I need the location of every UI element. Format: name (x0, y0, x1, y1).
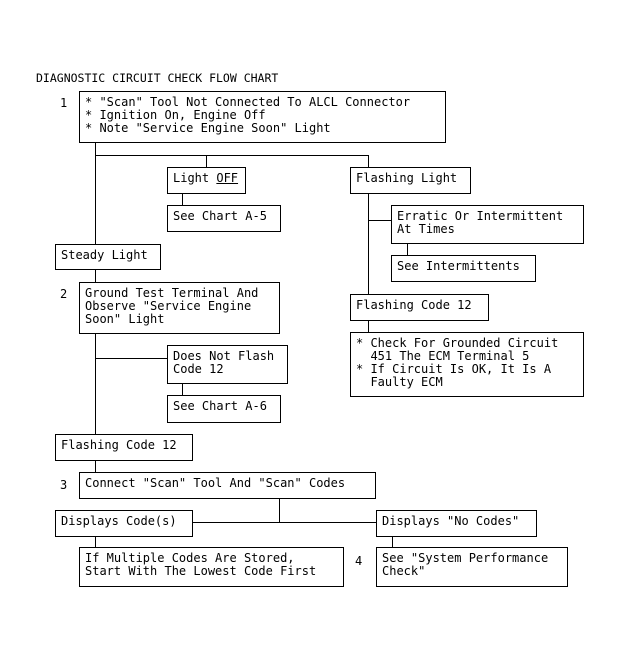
steady-light-box: Steady Light (55, 244, 161, 270)
connector (368, 193, 369, 294)
see-intermittents-box: See Intermittents (391, 255, 536, 282)
connector (95, 536, 96, 547)
light-off-box: Light OFF (167, 167, 246, 194)
connector (95, 269, 96, 282)
connector (95, 333, 96, 435)
step-number-1: 1 (60, 96, 68, 110)
connector (368, 155, 369, 167)
connector (193, 522, 376, 523)
connector (279, 498, 280, 522)
flashing-code-12-box-left: Flashing Code 12 (55, 434, 193, 461)
step3-box: Connect "Scan" Tool And "Scan" Codes (79, 472, 376, 499)
chart-title: DIAGNOSTIC CIRCUIT CHECK FLOW CHART (36, 71, 279, 85)
flashing-code-12-box-right: Flashing Code 12 (350, 294, 489, 321)
multiple-codes-box: If Multiple Codes Are Stored,Start With … (79, 547, 344, 587)
flashing-light-box: Flashing Light (350, 167, 471, 194)
check-grounded-box: * Check For Grounded Circuit 451 The ECM… (350, 332, 584, 397)
step-number-4: 4 (355, 554, 363, 568)
connector (95, 358, 167, 359)
displays-no-codes-box: Displays "No Codes" (376, 510, 537, 537)
step-number-3: 3 (60, 478, 68, 492)
see-chart-a5-box: See Chart A-5 (167, 205, 281, 232)
connector (407, 243, 408, 255)
step1-box: * "Scan" Tool Not Connected To ALCL Conn… (79, 91, 446, 143)
connector (368, 220, 391, 221)
connector (95, 155, 368, 156)
see-chart-a6-box: See Chart A-6 (167, 395, 281, 423)
connector (368, 320, 369, 332)
connector (182, 383, 183, 395)
step-number-2: 2 (60, 287, 68, 301)
connector (392, 536, 393, 547)
displays-codes-box: Displays Code(s) (55, 510, 193, 537)
connector (95, 142, 96, 245)
connector (206, 155, 207, 167)
connector (95, 460, 96, 472)
connector (182, 193, 183, 205)
